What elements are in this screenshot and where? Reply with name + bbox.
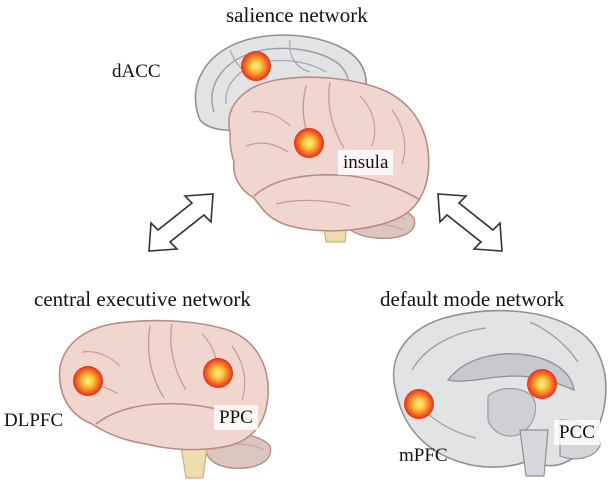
ppc-label: PPC [214,405,258,430]
mpfc-label: mPFC [399,445,448,466]
default-mode-network-title: default mode network [380,287,565,311]
salience-lateral-brain [228,76,430,232]
double-arrow-right [437,193,503,252]
salience-insula-hotspot [294,128,324,158]
cen-dlpfc-hotspot [73,366,103,396]
dlpfc-label: DLPFC [4,410,64,431]
salience-dacc-hotspot [241,51,271,81]
dacc-label: dACC [112,61,161,82]
pcc-label: PCC [554,420,600,445]
dmn-mpfc-hotspot [404,389,434,419]
cen-ppc-hotspot [203,358,233,388]
central-executive-network-title: central executive network [34,287,251,311]
double-arrow-left [148,193,214,252]
salience-network-title: salience network [226,3,368,27]
dmn-pcc-hotspot [527,369,557,399]
insula-label: insula [338,150,394,175]
